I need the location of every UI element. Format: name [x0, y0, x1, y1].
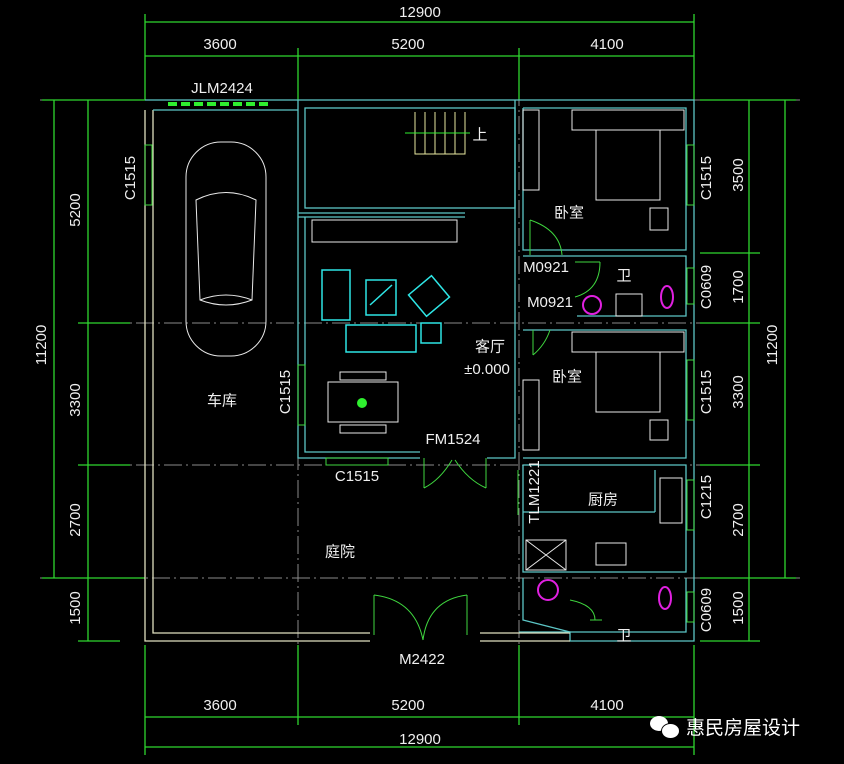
dim-bottom-2: 5200	[391, 697, 424, 714]
elevation-mark: ±0.000	[464, 361, 510, 378]
doors	[373, 219, 602, 641]
dim-right-3: 3300	[730, 375, 747, 408]
car-icon	[185, 141, 267, 357]
label-bath1-window: C0609	[698, 265, 715, 309]
label-bed1-door: M0921	[523, 259, 569, 276]
dim-right-5: 1500	[730, 591, 747, 624]
label-bed2-window: C1515	[698, 370, 715, 414]
label-tlm1221: TLM1221	[526, 460, 543, 523]
dim-top-total: 12900	[399, 4, 441, 21]
label-bed1-window: C1515	[698, 156, 715, 200]
dim-top-3: 4100	[590, 36, 623, 53]
room-bath-2: 卫	[616, 627, 631, 645]
label-garage-window: C1515	[122, 156, 139, 200]
room-kitchen: 厨房	[588, 491, 618, 509]
room-bath-1: 卫	[616, 267, 631, 285]
watermark-text: 惠民房屋设计	[686, 717, 801, 739]
wechat-icon	[650, 714, 680, 740]
room-labels: 车库 客厅 ±0.000 卧室 卧室 卫 卫 厨房 庭院 上	[207, 126, 632, 645]
dimension-labels: 12900 3600 5200 4100 3600 5200 4100 1290…	[33, 4, 781, 748]
dim-bottom-3: 4100	[590, 697, 623, 714]
walls	[144, 99, 695, 642]
room-living: 客厅	[475, 338, 505, 356]
label-bath1-door: M0921	[527, 294, 573, 311]
bedroom-furniture	[522, 109, 685, 451]
watermark: 惠民房屋设计	[650, 713, 800, 740]
label-living-window-bottom: C1515	[335, 468, 379, 485]
opening-labels: JLM2424 C1515 C1515 C1515 FM1524 M0921 M…	[122, 80, 715, 668]
room-courtyard: 庭院	[325, 543, 355, 561]
dim-top-2: 5200	[391, 36, 424, 53]
dim-left-1: 5200	[67, 193, 84, 226]
stair-up-label: 上	[472, 126, 487, 144]
room-bedroom-1: 卧室	[554, 204, 584, 222]
label-jlm2424: JLM2424	[191, 80, 253, 97]
room-bedroom-2: 卧室	[552, 368, 582, 386]
label-fm1524: FM1524	[425, 431, 480, 448]
room-garage: 车库	[207, 392, 237, 410]
windows	[144, 144, 695, 623]
dim-left-2: 3300	[67, 383, 84, 416]
living-furniture	[311, 219, 458, 434]
dim-right-4: 2700	[730, 503, 747, 536]
label-kitchen-window: C1215	[698, 475, 715, 519]
dim-right-2: 1700	[730, 270, 747, 303]
dim-top-1: 3600	[203, 36, 236, 53]
stairs-icon	[405, 112, 470, 155]
dim-bottom-total: 12900	[399, 731, 441, 748]
dim-bottom-1: 3600	[203, 697, 236, 714]
dim-right-total: 11200	[764, 325, 781, 366]
dim-left-total: 11200	[33, 325, 50, 366]
fixtures	[525, 285, 683, 610]
dim-left-3: 2700	[67, 503, 84, 536]
dimension-lines	[42, 14, 796, 755]
label-living-window-side: C1515	[277, 370, 294, 414]
dim-right-1: 3500	[730, 158, 747, 191]
label-bath2-window: C0609	[698, 588, 715, 632]
label-m2422: M2422	[399, 651, 445, 668]
dim-left-4: 1500	[67, 591, 84, 624]
